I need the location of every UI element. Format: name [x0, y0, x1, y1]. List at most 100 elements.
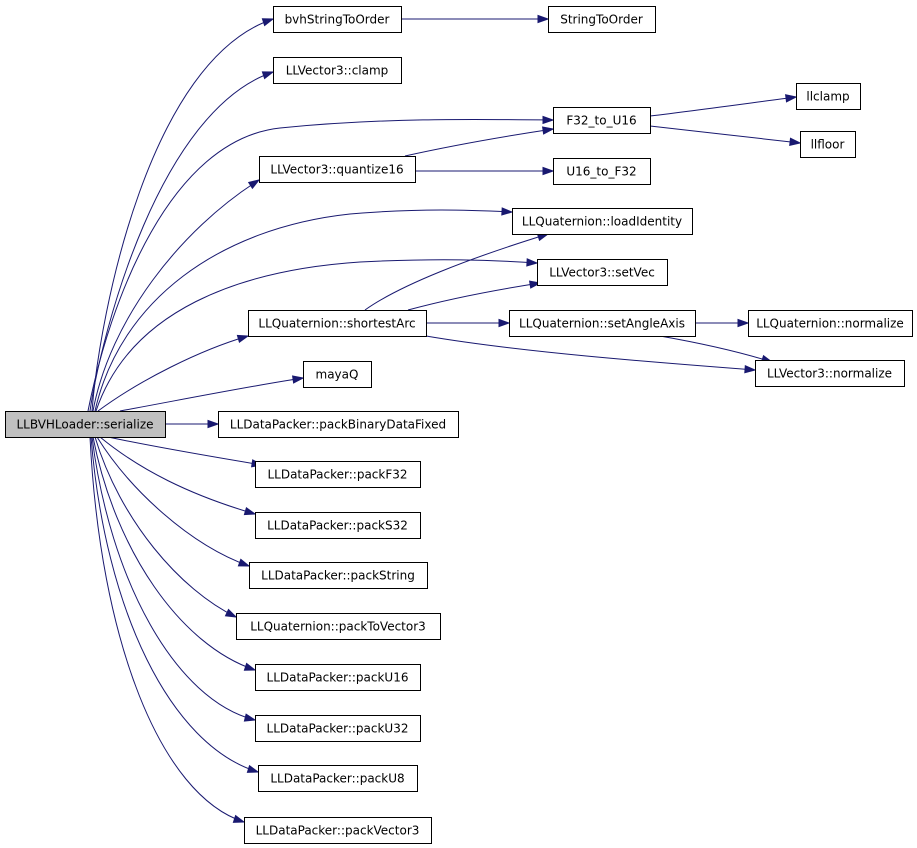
arrowhead — [542, 166, 555, 176]
node-llclamp[interactable]: llclamp — [796, 83, 861, 110]
edge-line — [91, 436, 256, 721]
edge-root-to-packToVector3 — [94, 436, 238, 618]
edge-root-to-bvhStringToOrder — [91, 18, 275, 412]
node-loadIdentity[interactable]: LLQuaternion::loadIdentity — [512, 208, 693, 235]
node-box — [218, 411, 459, 438]
node-box — [537, 259, 668, 286]
arrowhead — [789, 137, 802, 146]
arrowhead — [243, 506, 257, 516]
edge-setAngleAxis-to-qnormalize — [695, 318, 750, 328]
node-U16_to_F32[interactable]: U16_to_F32 — [553, 158, 651, 185]
node-qnormalize[interactable]: LLQuaternion::normalize — [748, 310, 913, 337]
node-box — [244, 817, 432, 844]
edge-root-to-packS32 — [99, 436, 257, 516]
node-packU16[interactable]: LLDataPacker::packU16 — [255, 664, 421, 691]
edge-shortestArc-to-loadIdentity — [364, 233, 550, 311]
node-packString[interactable]: LLDataPacker::packString — [249, 562, 428, 589]
node-label: LLVector3::setVec — [549, 266, 655, 280]
node-box — [249, 562, 428, 589]
node-packBinaryDataFixed[interactable]: LLDataPacker::packBinaryDataFixed — [218, 411, 459, 438]
edge-line — [87, 118, 554, 412]
node-label: LLDataPacker::packString — [261, 569, 415, 583]
arrowhead — [243, 662, 257, 671]
node-box — [553, 158, 651, 185]
edge-line — [92, 179, 260, 412]
node-label: LLBVHLoader::serialize — [16, 418, 153, 432]
node-label: LLQuaternion::packToVector3 — [250, 620, 426, 634]
edge-line — [649, 125, 801, 144]
node-packF32[interactable]: LLDataPacker::packF32 — [255, 461, 421, 488]
edge-bvhStringToOrder-to-StringToOrder — [401, 14, 550, 24]
node-box — [255, 461, 421, 488]
edge-root-to-packU16 — [92, 436, 257, 671]
node-packVector3[interactable]: LLDataPacker::packVector3 — [244, 817, 432, 844]
node-box — [303, 361, 372, 388]
edge-line — [90, 436, 259, 773]
node-bvhStringToOrder[interactable]: bvhStringToOrder — [273, 6, 402, 33]
node-box — [512, 208, 693, 235]
node-packU32[interactable]: LLDataPacker::packU32 — [255, 715, 421, 742]
edge-root-to-packString — [96, 436, 251, 567]
function-nodes: LLBVHLoader::serialize bvhStringToOrder St… — [5, 6, 913, 844]
node-StringToOrder[interactable]: StringToOrder — [548, 6, 656, 33]
node-label: LLQuaternion::loadIdentity — [522, 215, 682, 229]
arrowhead — [744, 365, 757, 374]
arrowhead — [785, 94, 798, 103]
node-label: LLDataPacker::packVector3 — [256, 824, 420, 838]
edge-root-to-clamp — [89, 71, 275, 412]
node-mayaQ[interactable]: mayaQ — [303, 361, 372, 388]
node-packS32[interactable]: LLDataPacker::packS32 — [255, 512, 421, 539]
edge-quantize16-to-U16_to_F32 — [415, 166, 555, 176]
node-label: LLQuaternion::shortestArc — [258, 317, 415, 331]
node-F32_to_U16[interactable]: F32_to_U16 — [553, 107, 651, 134]
node-box — [755, 360, 905, 387]
arrowhead — [237, 558, 251, 567]
node-shortestArc[interactable]: LLQuaternion::shortestArc — [248, 310, 427, 337]
node-label: LLVector3::normalize — [767, 367, 892, 381]
node-box — [273, 6, 402, 33]
arrowhead — [246, 764, 260, 773]
arrowhead — [247, 179, 261, 190]
arrowhead — [243, 713, 257, 722]
edge-line — [96, 436, 250, 567]
edge-root-to-setVec — [95, 258, 539, 412]
edge-line — [404, 128, 554, 157]
edge-setAngleAxis-to-vnormalize — [659, 335, 774, 363]
edge-line — [89, 436, 245, 823]
node-llfloor[interactable]: llfloor — [800, 131, 856, 158]
edge-line — [95, 259, 538, 412]
node-box — [255, 715, 421, 742]
arrowhead — [224, 608, 238, 618]
edge-quantize16-to-F32_to_U16 — [404, 126, 555, 157]
edge-root-to-quantize16 — [92, 179, 261, 412]
edge-line — [94, 209, 513, 412]
node-label: LLQuaternion::setAngleAxis — [519, 317, 685, 331]
arrowhead — [207, 419, 220, 429]
edge-line — [649, 96, 797, 117]
node-root[interactable]: LLBVHLoader::serialize — [5, 411, 166, 438]
node-vnormalize[interactable]: LLVector3::normalize — [755, 360, 905, 387]
node-setAngleAxis[interactable]: LLQuaternion::setAngleAxis — [509, 310, 696, 337]
edge-line — [89, 71, 274, 412]
edge-line — [91, 18, 274, 412]
node-packToVector3[interactable]: LLQuaternion::packToVector3 — [236, 613, 441, 640]
node-label: F32_to_U16 — [566, 114, 636, 128]
arrowhead — [542, 115, 555, 125]
arrowhead — [542, 126, 555, 135]
edge-line — [364, 233, 549, 311]
node-label: LLDataPacker::packBinaryDataFixed — [230, 418, 446, 432]
node-box — [259, 156, 416, 183]
arrowhead — [498, 318, 511, 328]
edge-line — [94, 436, 237, 618]
node-box — [796, 83, 861, 110]
node-label: LLVector3::clamp — [286, 64, 389, 78]
node-quantize16[interactable]: LLVector3::quantize16 — [259, 156, 416, 183]
node-label: LLDataPacker::packU16 — [267, 671, 409, 685]
edge-F32_to_U16-to-llclamp — [649, 94, 798, 117]
node-box — [255, 512, 421, 539]
node-setVec[interactable]: LLVector3::setVec — [537, 259, 668, 286]
node-packU8[interactable]: LLDataPacker::packU8 — [258, 765, 418, 792]
node-clamp[interactable]: LLVector3::clamp — [273, 57, 402, 84]
